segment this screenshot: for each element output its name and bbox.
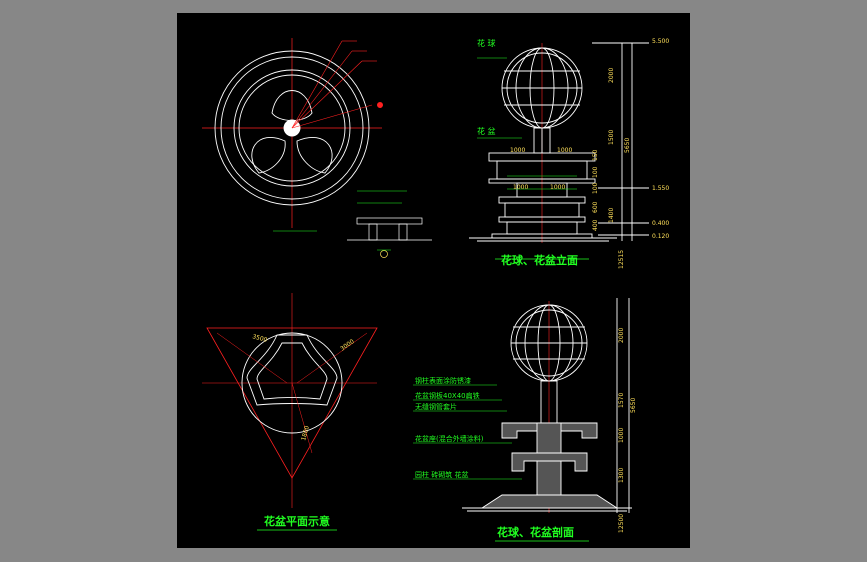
section-note-5: 园柱 砖砌筑 花盆 [415,470,468,479]
plan-dim-2: 3000 [339,338,356,353]
dim-v-1: 2000 [608,68,615,83]
plan-title: 花盆平面示意 [264,514,330,528]
dim-v-3: 150 [592,149,599,161]
section-note-4: 花盆座(混合外墙涂料) [415,434,484,443]
sec-dim-v-1: 2000 [618,328,625,343]
elev-mark-top: 5.500 [652,38,669,45]
cad-drawing: 花球、花盆立面 花球、花盆剖面 花盆平面示意 花 球 花 盆 1000 1000… [202,38,669,542]
section-note-2: 花盆钢板40X40扁铁 [415,391,480,400]
label-ball: 花 球 [477,38,496,48]
elev-mark-base: 0.120 [652,233,669,240]
elevation-view [469,42,649,243]
small-detail [347,190,432,258]
sec-dim-total: 5650 [630,398,637,413]
dim-h-2: 1000 [557,147,572,154]
plan-dim-3: 1800 [300,425,311,442]
dim-v-7: 400 [592,219,599,231]
sec-dim-v-4: 1300 [618,468,625,483]
sec-dim-base: 12500 [618,514,625,533]
dim-base: 12515 [618,250,625,269]
dim-h-1: 1000 [510,147,525,154]
drawing-sheet: 花球、花盆立面 花球、花盆剖面 花盆平面示意 花 球 花 盆 1000 1000… [177,13,690,548]
sec-dim-v-3: 1000 [618,428,625,443]
dim-h-3: 1000 [513,184,528,191]
dim-total: 5650 [624,138,631,153]
label-pot: 花 盆 [477,126,496,136]
dim-h-4: 1000 [550,184,565,191]
section-title: 花球、花盆剖面 [497,525,574,539]
elev-mark-low: 0.400 [652,220,669,227]
dim-v-2: 1500 [608,130,615,145]
section-note-3: 无缝钢管套片 [415,402,457,411]
section-note-1: 钢柱表面涂防锈漆 [415,376,471,385]
dim-v-5: 100 [592,182,599,194]
dim-v-6: 600 [592,201,599,213]
elev-mark-mid: 1.550 [652,185,669,192]
pot-plan [202,293,378,508]
elevation-title: 花球、花盆立面 [501,253,578,267]
dim-v-4: 100 [592,166,599,178]
plan-dim-1: 3500 [251,333,268,344]
dim-v-8: 1400 [608,208,615,223]
section-view [413,298,632,513]
sec-dim-v-2: 1570 [618,393,625,408]
circular-plan [202,38,383,232]
